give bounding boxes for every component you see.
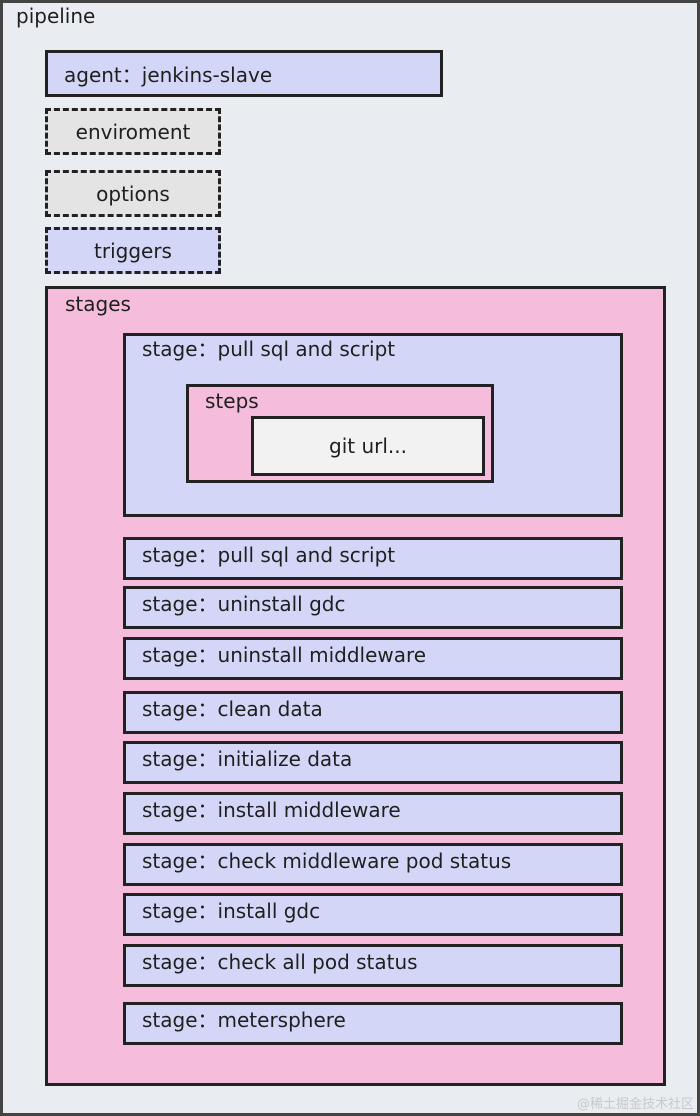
- agent-label: agent：jenkins-slave: [64, 63, 273, 87]
- options-label: options: [96, 181, 170, 206]
- environment-label: enviroment: [75, 119, 191, 144]
- stage-expanded-label: stage：pull sql and script: [142, 337, 396, 361]
- stage-item-label: stage：clean data: [142, 697, 323, 721]
- options-block: options: [45, 170, 221, 217]
- step-text: git url...: [329, 434, 407, 458]
- stage-item-label: stage：install gdc: [142, 899, 321, 923]
- stage-item-label: stage：initialize data: [142, 747, 353, 771]
- steps-block: steps git url...: [186, 384, 494, 483]
- watermark: @稀土掘金技术社区: [576, 1097, 694, 1112]
- stage-item-label: stage：pull sql and script: [142, 543, 396, 567]
- stage-item-label: stage：uninstall gdc: [142, 592, 346, 616]
- stage-item: stage：uninstall gdc: [123, 586, 623, 629]
- stage-item-label: stage：install middleware: [142, 798, 401, 822]
- steps-label: steps: [205, 389, 259, 413]
- triggers-block: triggers: [45, 227, 221, 274]
- stage-item: stage：check middleware pod status: [123, 843, 623, 886]
- stages-label: stages: [65, 292, 131, 316]
- triggers-label: triggers: [94, 238, 172, 263]
- stage-expanded: stage：pull sql and script steps git url.…: [123, 333, 623, 517]
- step-item: git url...: [251, 416, 485, 476]
- stage-item: stage：uninstall middleware: [123, 637, 623, 680]
- stage-item: stage：clean data: [123, 691, 623, 734]
- stages-block: stages stage：pull sql and script steps g…: [45, 286, 666, 1086]
- stage-item: stage：install gdc: [123, 893, 623, 936]
- agent-block: agent：jenkins-slave: [45, 50, 443, 97]
- stage-item: stage：install middleware: [123, 792, 623, 835]
- stage-item: stage：metersphere: [123, 1002, 623, 1045]
- stage-item-label: stage：check middleware pod status: [142, 849, 512, 873]
- stage-item-label: stage：uninstall middleware: [142, 643, 427, 667]
- stage-item: stage：pull sql and script: [123, 537, 623, 580]
- stage-item-label: stage：metersphere: [142, 1008, 346, 1032]
- stage-item: stage：initialize data: [123, 741, 623, 784]
- environment-block: enviroment: [45, 108, 221, 155]
- stage-item: stage：check all pod status: [123, 944, 623, 987]
- stage-item-label: stage：check all pod status: [142, 950, 418, 974]
- pipeline-label: pipeline: [16, 4, 96, 28]
